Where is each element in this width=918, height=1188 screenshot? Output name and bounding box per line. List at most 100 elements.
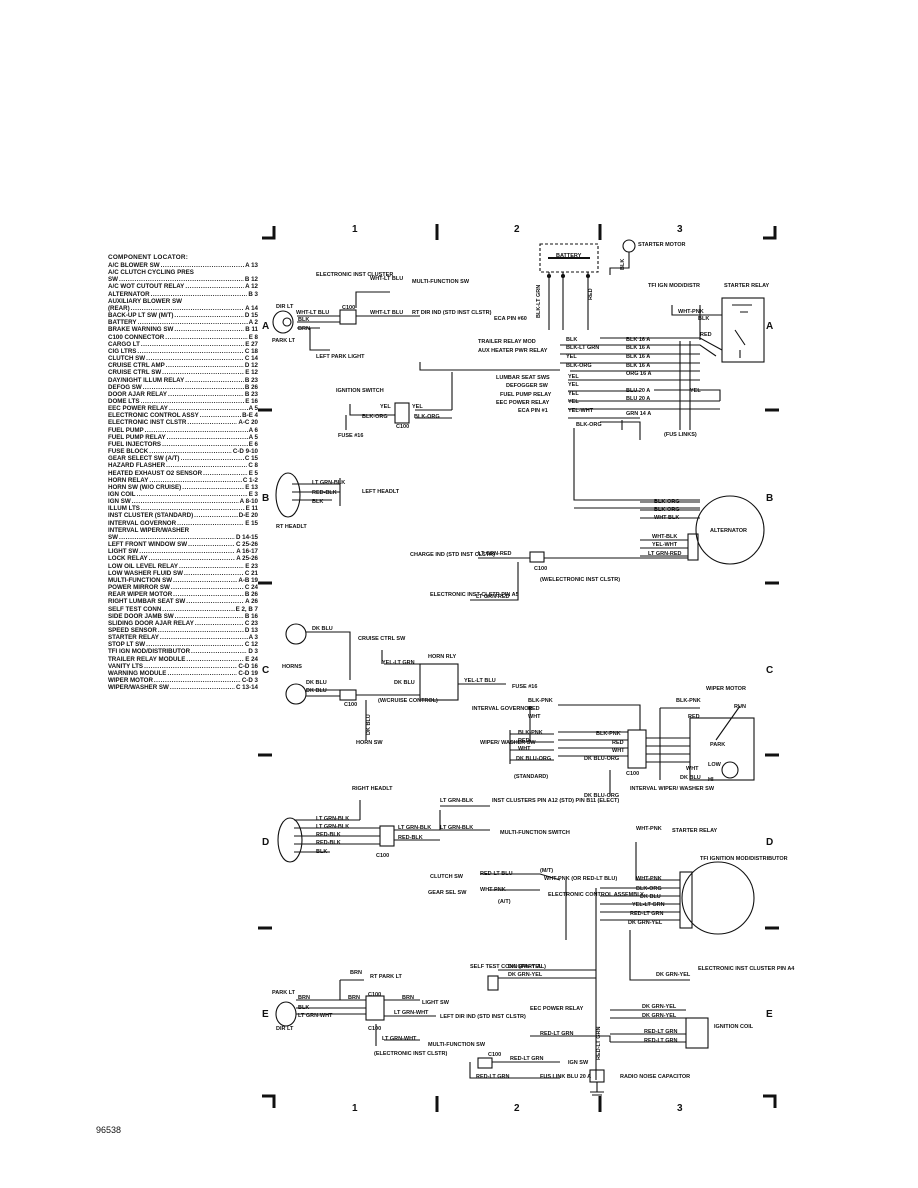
locator-item-ref: C 23 <box>244 619 258 627</box>
lbl-red-ig: RED <box>528 706 540 712</box>
locator-item-ref: E 12 <box>245 369 258 377</box>
lbl-c100-e2: C100 <box>368 1026 381 1032</box>
locator-item-name: SPEED SENSOR <box>108 626 157 634</box>
locator-item-name: CRUISE CTRL SW <box>108 369 162 377</box>
section-row-b <box>275 472 765 601</box>
locator-item: CARGO LTE 27 <box>108 341 258 348</box>
lbl-electronic-inst-clstr-e: (ELECTRONIC INST CLSTR) <box>374 1051 447 1057</box>
lbl-brn-dirlt: BRN <box>298 326 310 332</box>
locator-item-ref: D 3 <box>248 648 258 656</box>
lbl-blk-org-aux: BLK-ORG <box>566 363 592 369</box>
lbl-dk-grn-yel-d: DK GRN-YEL <box>628 920 663 926</box>
locator-item-name: BACK-UP LT SW (M/T) <box>108 312 174 320</box>
lbl-dk-blu-c3: DK BLU <box>306 688 327 694</box>
lbl-eca-pin60: ECA PIN #60 <box>494 316 527 322</box>
tfi-ignition-distributor-symbol <box>681 861 755 935</box>
lbl-inst-clusters: INST CLUSTERS PIN A12 (STD) PIN B11 (ELE… <box>492 798 619 804</box>
locator-item: ALTERNATORB 3 <box>108 291 258 298</box>
locator-item: FUEL PUMP RELAYA 5 <box>108 434 258 441</box>
lbl-wht-wm: WHT <box>686 766 699 772</box>
locator-item-name: A/C BLOWER SW <box>108 262 160 269</box>
lbl-yel-ign: YEL <box>380 404 391 410</box>
row-label-b-right: B <box>766 493 773 504</box>
wiper-motor-symbol <box>689 717 755 781</box>
lbl-yel-fuel: YEL <box>568 391 579 397</box>
locator-item-ref: B 3 <box>248 290 258 298</box>
locator-item-ref: B 23 <box>244 390 258 398</box>
lbl-wht-sw: WHT <box>518 746 531 752</box>
lbl-park-lt-e: PARK LT <box>272 990 296 996</box>
lbl-wht-pnk-d3: WHT-PNK <box>480 887 506 893</box>
battery-symbol <box>539 243 599 273</box>
lbl-dkblu-org-conn: DK BLU-ORG <box>584 756 619 762</box>
lbl-blk-org-ign2: BLK-ORG <box>414 414 440 420</box>
lbl-red-a: RED <box>700 332 712 338</box>
lbl-red-lt-grn-vert: RED-LT GRN <box>596 1026 602 1060</box>
lbl-wht-conn: WHT <box>612 748 625 754</box>
locator-item-name: ILLUM LTS <box>108 505 140 513</box>
lbl-c100-ign: C100 <box>396 424 409 430</box>
locator-item-ref: E 5 <box>248 469 258 477</box>
locator-item: TFI IGN MOD/DISTRIBUTOR D 3 <box>108 648 258 655</box>
locator-item-name: FUEL PUMP RELAY <box>108 433 166 441</box>
locator-item-ref: A 12 <box>245 283 258 291</box>
locator-item-name: TFI IGN MOD/DISTRIBUTOR <box>108 648 191 656</box>
locator-item-name: TRAILER RELAY MODULE <box>108 655 186 663</box>
lbl-red-blk-d3: RED-BLK <box>398 835 423 841</box>
lbl-lt-grn-wht-e3: LT GRN-WHT <box>382 1036 417 1042</box>
locator-item-name: CLUTCH SW <box>108 355 146 363</box>
lbl-wht-pnk-or: WHT-PNK (OR RED-LT BLU) <box>544 876 617 882</box>
locator-item: CRUISE CTRL AMPD 12 <box>108 362 258 369</box>
lbl-yel-eec: YEL <box>568 399 579 405</box>
lbl-standard: (STANDARD) <box>514 774 548 780</box>
locator-item: POWER MIRROR SWC 24 <box>108 584 258 591</box>
locator-item-name: IGN SW <box>108 498 131 506</box>
locator-item-ref: C 12 <box>244 641 258 649</box>
lbl-dkblu-org-int: DK BLU-ORG <box>584 793 619 799</box>
lbl-red-lt-grn-e4: RED-LT GRN <box>510 1056 544 1062</box>
lbl-lt-grn-wht-e1: LT GRN-WHT <box>298 1013 333 1019</box>
lbl-dk-blu-vert: DK BLU <box>366 714 372 735</box>
locator-item-ref: C 18 <box>244 347 258 355</box>
lbl-wht-lt-blu-top: WHT-LT BLU <box>370 276 403 282</box>
lbl-mt: (M/T) <box>540 868 553 874</box>
lbl-rt-park-lt: RT PARK LT <box>370 974 403 980</box>
park-dir-lt-symbol <box>275 1001 297 1027</box>
lbl-multi-function-sw-e: MULTI-FUNCTION SW <box>428 1042 486 1048</box>
locator-item-name: VANITY LTS <box>108 662 144 670</box>
locator-item: (REAR)A 14 <box>108 305 258 312</box>
lbl-lt-grn-blk-b: LT GRN-BLK <box>312 480 345 486</box>
locator-item-ref: A 2 <box>248 319 258 327</box>
locator-item-name: SIDE DOOR JAMB SW <box>108 612 174 620</box>
locator-item: A/C BLOWER SWA 13 <box>108 262 258 269</box>
lbl-yel-right: YEL <box>690 388 701 394</box>
lbl-multi-function-sw-a: MULTI-FUNCTION SW <box>412 279 470 285</box>
lbl-blk16a-4: BLK 16 A <box>626 363 650 369</box>
locator-item-ref: C 24 <box>244 584 258 592</box>
locator-item: SWD 14-15 <box>108 534 258 541</box>
locator-item-name: WIPER MOTOR <box>108 677 153 685</box>
locator-item: MULTI-FUNCTION SWA-B 19 <box>108 577 258 584</box>
lbl-multi-function-switch: MULTI-FUNCTION SWITCH <box>500 830 570 836</box>
lbl-c100-c2: C100 <box>626 771 639 777</box>
locator-item-ref: C-D 16 <box>238 662 258 670</box>
lbl-yel-wht-eca: YEL-WHT <box>568 408 594 414</box>
col-label-3-bottom: 3 <box>677 1103 683 1114</box>
lbl-c100-d: C100 <box>376 853 389 859</box>
lbl-electronic-inst-cluster-a4: ELECTRONIC INST CLUSTER PIN A4 <box>698 966 795 972</box>
locator-item-ref: C 13-14 <box>235 684 258 692</box>
lbl-yel-defog: YEL <box>568 382 579 388</box>
lbl-red-lt-grn-e1: RED-LT GRN <box>540 1031 574 1037</box>
lbl-blk-d: BLK <box>316 849 327 855</box>
lbl-brn-e1: BRN <box>350 970 362 976</box>
locator-item: LOW WASHER FLUID SWC 21 <box>108 570 258 577</box>
locator-item-ref: E 16 <box>245 397 258 405</box>
locator-item: LOCK RELAYA 25-26 <box>108 555 258 562</box>
locator-item-ref: D 12 <box>244 362 258 370</box>
lbl-blk-b: BLK <box>312 499 323 505</box>
row-label-a-right: A <box>766 321 773 332</box>
locator-item-name: AUXILIARY BLOWER SW <box>108 297 182 305</box>
